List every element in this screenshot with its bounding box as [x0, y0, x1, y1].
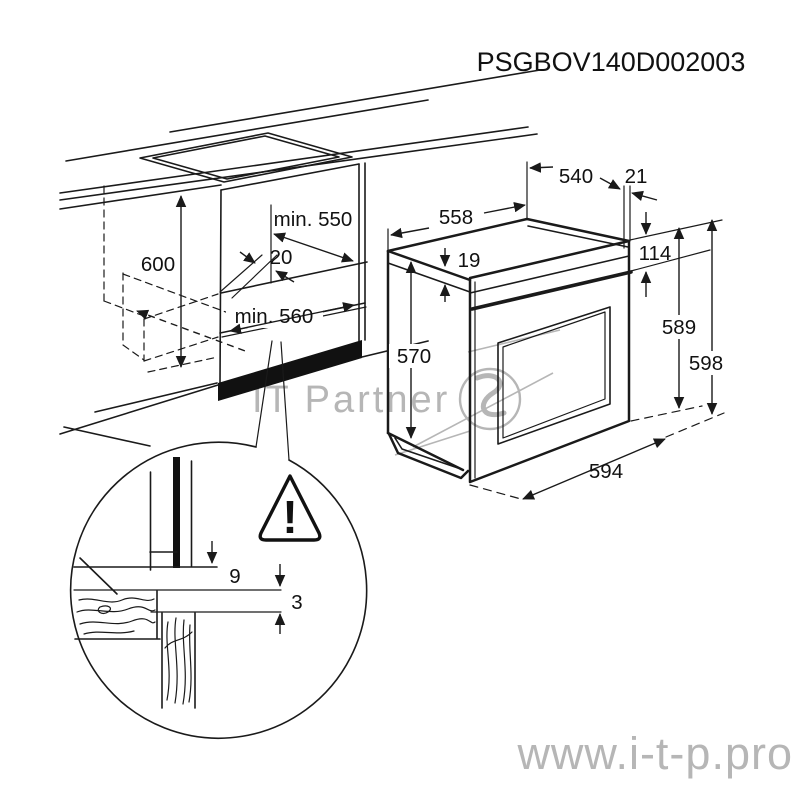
dim-oven-body-height: 589: [662, 316, 696, 339]
dim-cabinet-depth: min. 550: [274, 208, 353, 231]
dim-oven-side-height: 570: [397, 345, 431, 368]
warning-icon: !: [258, 474, 322, 543]
control-panel-line: [470, 270, 633, 311]
wood-grain: [76, 597, 193, 705]
oven-dimensions: 558 540 21 19 114 570 589 598 594: [389, 162, 729, 500]
dim-label-bg: [389, 344, 437, 368]
dim-oven-top-width: 558: [439, 206, 473, 229]
dim-cabinet-rear-gap: 20: [270, 246, 293, 269]
dim-detail-lower-gap: 3: [291, 591, 302, 614]
detail-leader-line: [280, 341, 290, 461]
cabinet-dimensions: 600 min. 550 20 min. 560: [141, 195, 355, 368]
plinth-strip: [218, 340, 362, 401]
detail-circle: 9 3 !: [69, 441, 368, 740]
oven-foot: [387, 432, 470, 480]
dim-label-bg: [683, 351, 729, 375]
dim-oven-top-inset: 19: [458, 249, 481, 272]
watermark-website-text: www.i-t-p.pro: [516, 728, 793, 779]
dim-label-bg: [656, 315, 702, 339]
cabinet-drawing: 600 min. 550 20 min. 560: [59, 162, 429, 461]
dim-cabinet-height: 600: [141, 253, 175, 276]
detail-leader-line: [255, 340, 273, 448]
drawing-code-title: PSGBOV140D002003: [477, 47, 746, 77]
warning-exclamation: !: [282, 491, 297, 543]
oven-drawing: 558 540 21 19 114 570 589 598 594: [386, 161, 729, 500]
dim-cabinet-width: min. 560: [235, 305, 314, 328]
hob-cutout: [139, 132, 353, 183]
oven-door: [468, 239, 631, 484]
oven-door-window: [497, 306, 611, 445]
countertop-drawing: [59, 69, 541, 210]
watermark-brand-text: IT Partner: [252, 379, 450, 421]
dim-oven-door-gap: 21: [625, 165, 648, 188]
dim-oven-front-width: 594: [589, 460, 623, 483]
detail-cross-section: 9 3: [73, 457, 303, 709]
hidden-base-outline: [103, 185, 251, 373]
dim-oven-panel-height: 114: [639, 242, 672, 265]
dim-oven-total-height: 598: [689, 352, 723, 375]
dim-detail-upper-gap: 9: [229, 565, 240, 588]
dim-oven-depth: 540: [559, 165, 593, 188]
